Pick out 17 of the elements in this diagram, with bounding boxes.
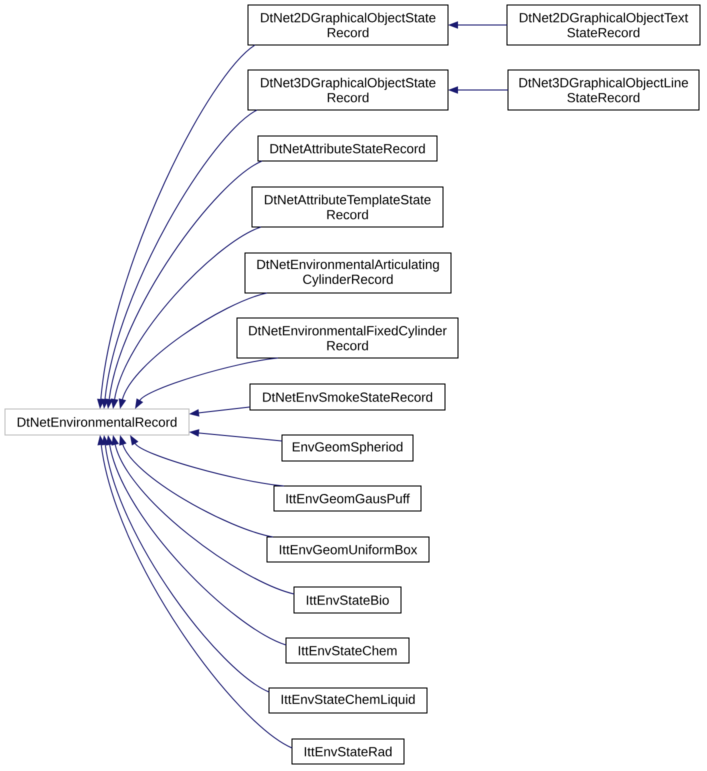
- class-box: IttEnvGeomUniformBox: [266, 536, 430, 562]
- class-box: DtNet3DGraphicalObjectLine StateRecord: [508, 70, 700, 110]
- class-box: DtNetEnvSmokeStateRecord: [250, 384, 446, 410]
- class-box: EnvGeomSpheriod: [282, 434, 414, 462]
- class-box: DtNetEnvironmentalRecord: [4, 408, 190, 436]
- class-box: DtNet3DGraphicalObjectState Record: [248, 70, 448, 110]
- class-box: DtNetAttributeTemplateState Record: [252, 186, 444, 228]
- class-box: IttEnvStateChem: [286, 638, 410, 664]
- class-box: IttEnvStateChemLiquid: [268, 688, 428, 714]
- class-box: DtNet2DGraphicalObjectState Record: [248, 4, 448, 46]
- class-box: IttEnvGeomGausPuff: [274, 486, 422, 512]
- class-box: DtNetEnvironmentalArticulating CylinderRecord: [244, 252, 452, 294]
- class-box: IttEnvStateRad: [292, 738, 404, 764]
- class-box: DtNet2DGraphicalObjectText StateRecord: [506, 4, 700, 46]
- class-box: DtNetAttributeStateRecord: [258, 136, 438, 162]
- class-box: IttEnvStateBio: [294, 586, 402, 614]
- class-box: DtNetEnvironmentalFixedCylinder Record: [236, 318, 458, 358]
